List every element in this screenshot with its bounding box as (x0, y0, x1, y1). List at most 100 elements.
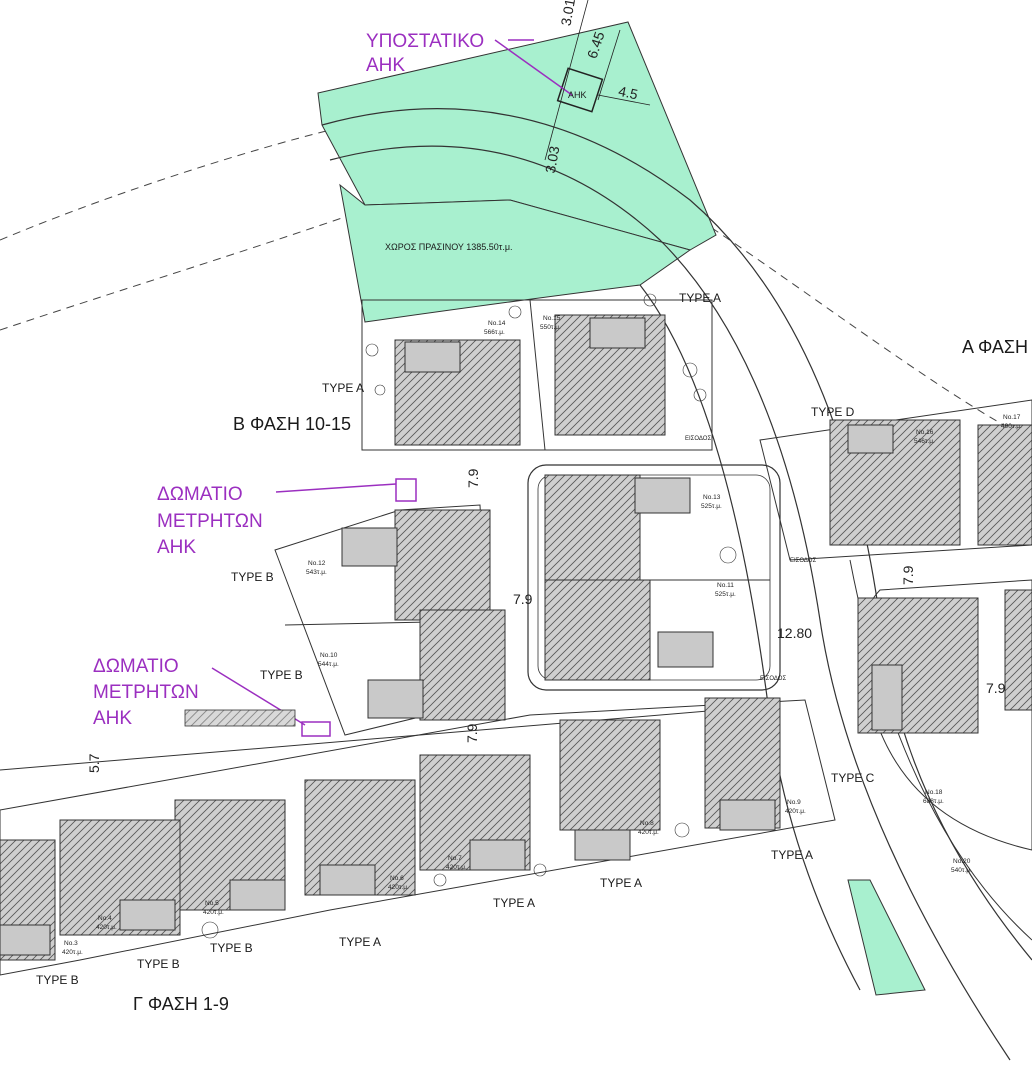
house-8 (559, 719, 661, 831)
plot-11-no: No.11 (717, 582, 734, 589)
block-b-centre (527, 464, 781, 691)
entrance-label-1: ΕΙΣΟΔΟΣ (685, 436, 711, 442)
dashed-road-line-3 (699, 219, 1032, 441)
pool-15 (589, 317, 646, 349)
plot-15-area: 550τ.μ. (540, 324, 561, 331)
dim-301: 3.01 (558, 0, 579, 27)
type-label-a-4: TYPE A (600, 876, 642, 890)
plot-14-no: No.14 (488, 320, 506, 327)
pool-18 (871, 664, 903, 731)
type-label-a-2: TYPE A (322, 381, 364, 395)
meter-room-1-line1: ΔΩΜΑΤΙΟ (157, 484, 243, 505)
house-12 (394, 509, 491, 621)
dim-79-3: 7.9 (464, 723, 480, 743)
type-label-b-4: TYPE B (137, 957, 180, 971)
meter-room-1 (395, 478, 417, 502)
plot-17-no: No.17 (1003, 414, 1021, 421)
pool-10 (367, 679, 424, 719)
house-11 (544, 579, 651, 681)
dim-303: 3.03 (542, 145, 563, 175)
pool-16 (847, 424, 894, 454)
dim-79-5: 7.9 (986, 680, 1006, 696)
meter-room-1-line3: ΑΗΚ (157, 537, 196, 558)
plot-18-no: No.18 (925, 789, 943, 796)
plot-5-no: No.5 (205, 900, 219, 907)
plot-10-no: No.10 (320, 652, 338, 659)
plot-20-area: 540τ.μ. (951, 867, 972, 874)
bush-group (201, 293, 737, 939)
type-label-b-5: TYPE B (36, 973, 79, 987)
type-label-a-5: TYPE A (493, 896, 535, 910)
meter-room-2-line3: ΑΗΚ (93, 708, 132, 729)
plot-12-area: 543τ.μ. (306, 569, 327, 576)
plot-9-area: 420τ.μ. (785, 808, 806, 815)
dim-1280: 12.80 (777, 625, 812, 641)
block-a-east (759, 399, 1032, 561)
plot-11-area: 525τ.μ. (715, 591, 736, 598)
type-label-d: TYPE D (811, 405, 855, 419)
type-label-a-1: TYPE A (679, 291, 721, 305)
block-b-centre-inner (537, 474, 771, 681)
dim-79-2: 7.9 (513, 591, 533, 607)
pool-13 (634, 477, 691, 514)
dashed-road-line (0, 129, 331, 241)
meter-room-2-line1: ΔΩΜΑΤΙΟ (93, 656, 179, 677)
type-label-b-3: TYPE B (210, 941, 253, 955)
substation-label-line1: ΥΠΟΣΤΑΤΙΚΟ (366, 31, 484, 52)
substation-leader (494, 39, 573, 96)
main-curve-road (321, 108, 1032, 961)
substation-label-line2: ΑΗΚ (366, 55, 405, 76)
pool-12 (341, 527, 398, 567)
dim-79-4: 7.9 (900, 565, 916, 585)
plot-8-no: No.8 (640, 820, 654, 827)
plot-12-no: No.12 (308, 560, 326, 567)
type-label-a-3: TYPE A (771, 848, 813, 862)
house-10 (419, 609, 506, 721)
pool-5 (229, 879, 286, 911)
pool-6 (319, 864, 376, 896)
phase-b-label: Β ΦΑΣΗ 10-15 (233, 414, 351, 434)
type-label-b-2: TYPE B (260, 668, 303, 682)
plot-10-area: 544τ.μ. (318, 661, 339, 668)
block-b-north (361, 299, 713, 451)
entrance-label-3: ΕΙΣΟΔΟΣ (790, 558, 816, 564)
plot-17-area: 490τ.μ. (1001, 423, 1022, 430)
phase-a-label: Α ΦΑΣΗ (962, 337, 1028, 357)
plot-4-no: No.4 (98, 915, 112, 922)
plot-20-no: No.20 (953, 858, 971, 865)
plot-4-area: 420τ.μ. (96, 924, 117, 931)
plot-13-area: 525τ.μ. (701, 503, 722, 510)
parking-bays (184, 709, 296, 727)
plot-13-no: No.13 (703, 494, 721, 501)
pool-11 (657, 631, 714, 668)
substation-box (556, 67, 604, 113)
meter-room-2-line2: ΜΕΤΡΗΤΩΝ (93, 682, 199, 703)
pool-4 (119, 899, 176, 931)
pool-7 (469, 839, 526, 871)
house-east-edge (1004, 589, 1032, 711)
plot-16-area: 546τ.μ. (914, 438, 935, 445)
type-label-a-6: TYPE A (339, 935, 381, 949)
pool-14 (404, 341, 461, 373)
plot-8-area: 420τ.μ. (638, 829, 659, 836)
pool-8 (574, 829, 631, 861)
block-g-row (0, 699, 836, 976)
dim-line-slant (597, 29, 621, 101)
dim-line-vertical (544, 0, 589, 161)
plot-7-area: 420τ.μ. (446, 864, 467, 871)
type-label-b-1: TYPE B (231, 570, 274, 584)
phase-g-label: Γ ΦΑΣΗ 1-9 (133, 994, 229, 1014)
pool-3 (0, 924, 51, 956)
plot-18-area: 688τ.μ. (923, 798, 944, 805)
green-area-bottom (847, 879, 926, 996)
dim-79-1: 7.9 (465, 468, 481, 488)
dim-57: 5.7 (86, 753, 102, 773)
plot-6-no: No.6 (390, 875, 404, 882)
meter-room-1-leader (275, 483, 397, 493)
plot-7-no: No.7 (448, 855, 462, 862)
plot-labels: No.14 566τ.μ. No.15 550τ.μ. No.13 525τ.μ… (62, 315, 1022, 956)
plot-16-no: No.16 (916, 429, 934, 436)
plot-6-area: 420τ.μ. (388, 884, 409, 891)
green-space-label: ΧΩΡΟΣ ΠΡΑΣΙΝΟΥ 1385.50τ.μ. (385, 242, 513, 252)
